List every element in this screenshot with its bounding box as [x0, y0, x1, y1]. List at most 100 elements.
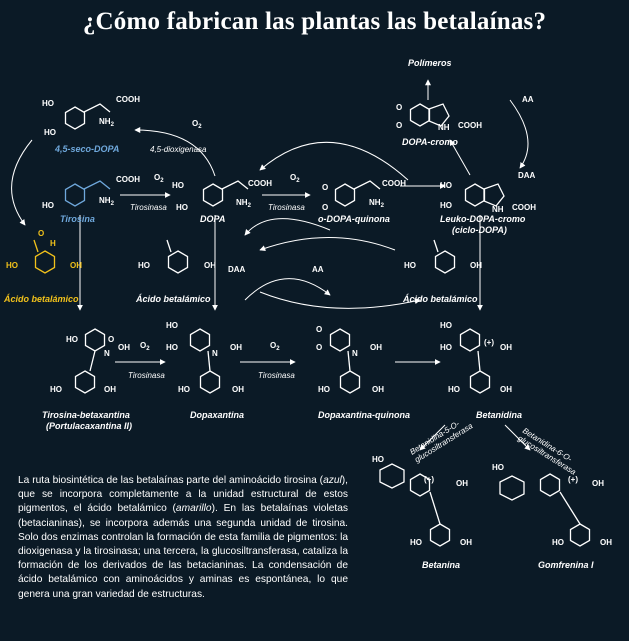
svg-text:OH: OH [230, 343, 242, 352]
svg-text:(+): (+) [424, 475, 434, 484]
svg-text:O2: O2 [192, 119, 202, 130]
svg-text:OH: OH [118, 343, 130, 352]
svg-text:N: N [352, 349, 358, 358]
svg-text:HO: HO [50, 385, 62, 394]
svg-text:HO: HO [44, 128, 56, 137]
caption-text: La ruta biosintética de las betalaínas p… [18, 475, 348, 600]
svg-text:O2: O2 [154, 173, 164, 184]
svg-text:OH: OH [470, 261, 482, 270]
acido-betalamico-mid-structure [166, 239, 189, 274]
seco-dopa-structure [64, 103, 111, 130]
label-dopa-cromo: DOPA-cromo [402, 137, 458, 147]
svg-text:HO: HO [492, 463, 504, 472]
svg-text:HO: HO [166, 343, 178, 352]
svg-text:HO: HO [66, 335, 78, 344]
tirosina-betaxantina-structure [74, 328, 106, 394]
svg-text:HO: HO [440, 181, 452, 190]
label-tirosinasa-1: Tirosinasa [130, 203, 167, 212]
label-o-dopa-quinona: o-DOPA-quinona [318, 214, 390, 224]
svg-text:O2: O2 [270, 341, 280, 352]
svg-text:OH: OH [204, 261, 216, 270]
label-tirosina: Tirosina [60, 214, 95, 224]
label-aa-mid: AA [312, 265, 324, 274]
svg-text:O: O [322, 203, 328, 212]
svg-text:N: N [212, 349, 218, 358]
svg-text:OH: OH [372, 385, 384, 394]
svg-text:OH: OH [370, 343, 382, 352]
svg-text:HO: HO [166, 321, 178, 330]
label-dopaxantina: Dopaxantina [190, 410, 244, 420]
svg-text:O: O [322, 183, 328, 192]
label-daa-top: DAA [518, 171, 536, 180]
svg-text:HO: HO [404, 261, 416, 270]
svg-text:OH: OH [104, 385, 116, 394]
svg-text:O: O [396, 121, 402, 130]
label-leuko-dopa-cromo: Leuko-DOPA-cromo [440, 214, 526, 224]
svg-text:O: O [316, 343, 322, 352]
page-title: ¿Cómo fabrican las plantas las betalaína… [82, 8, 547, 35]
svg-text:HO: HO [372, 455, 384, 464]
svg-text:HO: HO [440, 343, 452, 352]
label-ciclo-dopa: (ciclo-DOPA) [452, 225, 507, 235]
label-betanina: Betanina [422, 560, 460, 570]
o2-labels: O2 O2 O2 O2 O2 [140, 119, 300, 352]
svg-text:NH2: NH2 [99, 196, 115, 207]
svg-text:O: O [38, 229, 44, 238]
svg-text:OH: OH [600, 538, 612, 547]
dopa-structure [202, 180, 249, 207]
dopaxantina-quinona-structure [329, 328, 361, 394]
svg-text:(+): (+) [484, 338, 494, 347]
svg-text:HO: HO [410, 538, 422, 547]
label-dioxigenasa: 4,5-dioxigenasa [150, 145, 207, 154]
label-tirosinasa-3: Tirosinasa [128, 371, 165, 380]
svg-text:HO: HO [552, 538, 564, 547]
label-tirosinasa-4: Tirosinasa [258, 371, 295, 380]
pathway-arrows [11, 79, 531, 451]
svg-text:NH2: NH2 [369, 198, 385, 209]
dopa-cromo-structure [409, 103, 450, 127]
acido-betalamico-yellow-structure [33, 239, 56, 274]
label-gomfrenina: Gomfrenina I [538, 560, 594, 570]
svg-text:O: O [396, 103, 402, 112]
betanina-structure [379, 463, 451, 547]
label-acido-betalamico-mid: Ácido betalámico [135, 294, 211, 304]
label-daa-mid: DAA [228, 265, 246, 274]
svg-text:HO: HO [176, 203, 188, 212]
acido-betalamico-right-structure [433, 239, 456, 274]
label-acido-betalamico-right: Ácido betalámico [402, 294, 478, 304]
tirosina-structure [64, 180, 111, 207]
svg-text:H: H [50, 239, 56, 248]
label-dopa: DOPA [200, 214, 225, 224]
svg-text:HO: HO [172, 181, 184, 190]
svg-text:N: N [104, 349, 110, 358]
label-portulacaxantina: (Portulacaxantina II) [46, 421, 132, 431]
svg-text:COOH: COOH [116, 175, 140, 184]
svg-text:HO: HO [440, 321, 452, 330]
svg-text:OH: OH [500, 343, 512, 352]
label-dopaxantina-quinona: Dopaxantina-quinona [318, 410, 410, 420]
label-polimeros: Polímeros [408, 58, 452, 68]
svg-text:(+): (+) [568, 475, 578, 484]
svg-text:NH: NH [438, 123, 450, 132]
svg-text:HO: HO [42, 201, 54, 210]
svg-text:OH: OH [460, 538, 472, 547]
label-tirosinasa-2: Tirosinasa [268, 203, 305, 212]
svg-text:O2: O2 [140, 341, 150, 352]
svg-text:O: O [108, 335, 114, 344]
svg-text:NH2: NH2 [236, 198, 252, 209]
svg-text:HO: HO [6, 261, 18, 270]
label-betanidina: Betanidina [476, 410, 522, 420]
atom-labels: HO COOH NH2 HO COOH NH2 HO HO OH O H HO … [6, 95, 612, 547]
svg-text:COOH: COOH [458, 121, 482, 130]
o-dopa-quinona-structure [334, 180, 381, 207]
svg-text:HO: HO [448, 385, 460, 394]
svg-text:HO: HO [178, 385, 190, 394]
svg-text:OH: OH [232, 385, 244, 394]
svg-text:COOH: COOH [382, 179, 406, 188]
svg-text:OH: OH [592, 479, 604, 488]
svg-text:OH: OH [456, 479, 468, 488]
gomfrenina-structure [499, 473, 591, 547]
svg-text:OH: OH [70, 261, 82, 270]
svg-text:HO: HO [440, 201, 452, 210]
